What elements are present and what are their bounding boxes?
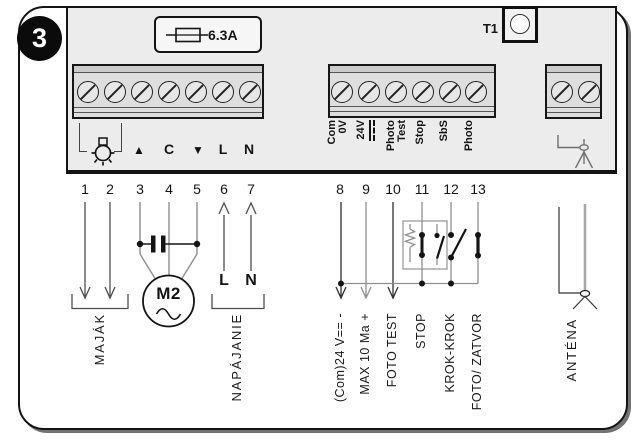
- fuse-rating: 6.3A: [208, 27, 238, 43]
- terminal-number-9: 9: [362, 181, 370, 197]
- screw-terminal-3: [131, 81, 153, 103]
- screw-label-photo: Photo: [463, 120, 475, 152]
- label-krok-krok: KROK-KROK: [443, 313, 457, 393]
- screw-terminal-4: [158, 81, 180, 103]
- terminal-block-antenna: [545, 64, 602, 119]
- screw-label-24v: 24V: [355, 120, 375, 170]
- motor-label: M2: [156, 284, 181, 303]
- terminal-number-3: 3: [136, 181, 144, 197]
- lamp-bracket-left: [79, 123, 87, 152]
- terminal-number-7: 7: [247, 181, 255, 197]
- t1-label: T1: [482, 21, 498, 36]
- terminal-block-control: [328, 64, 496, 118]
- fuse-icon: [166, 27, 208, 43]
- terminal-number-1: 1: [81, 181, 89, 197]
- fuse-box: 6.3A: [154, 16, 262, 53]
- label-max-10ma: MAX 10 Ma +: [358, 313, 372, 395]
- terminal-number-11: 11: [414, 181, 430, 197]
- screw-terminal-7: [239, 81, 261, 103]
- terminal-number-2: 2: [106, 181, 114, 197]
- screw-terminal-12: [439, 81, 461, 103]
- terminal-number-5: 5: [193, 181, 201, 197]
- label-majak: MAJÁK: [92, 313, 107, 366]
- screw-terminal-5: [185, 81, 207, 103]
- dc-symbol: [368, 120, 371, 141]
- screw-label-com-0v: Com 0V: [326, 120, 349, 145]
- dc-symbol-dashed: [373, 120, 375, 141]
- label-napajanie: NAPÁJANIE: [229, 313, 244, 402]
- screw-label-stop: Stop: [414, 120, 426, 145]
- terminal-number-13: 13: [470, 181, 486, 197]
- terminal-number-8: 8: [336, 181, 344, 197]
- terminal-strip: [547, 66, 600, 73]
- terminal-number-6: 6: [220, 181, 228, 197]
- line-letter-l: L: [219, 272, 229, 289]
- label-foto-test: FOTO TEST: [385, 313, 399, 388]
- screw-terminal-11: [412, 81, 434, 103]
- screw-terminal-9: [358, 81, 380, 103]
- label-stop: STOP: [414, 313, 428, 349]
- terminal-number-12: 12: [443, 181, 459, 197]
- terminal-block-power: [72, 64, 264, 119]
- circuit-board: 6.3A T1: [66, 6, 617, 174]
- screw-terminal-ant-core: [578, 81, 600, 103]
- figure-badge: 3: [17, 16, 62, 61]
- common-symbol: C: [163, 141, 175, 157]
- screw-label-photo-test: Photo Test: [385, 120, 408, 152]
- down-triangle-symbol: ▼: [192, 143, 204, 157]
- terminal-strip: [74, 66, 262, 73]
- line-symbol: L: [218, 141, 228, 157]
- label-com-24v: (Com)24 V== -: [333, 313, 347, 403]
- line-letter-n: N: [245, 272, 257, 289]
- screw-terminal-10: [385, 81, 407, 103]
- screw-terminal-13: [465, 81, 487, 103]
- lamp-icon: [91, 137, 115, 166]
- screw-terminal-1: [77, 81, 99, 103]
- antenna-symbol: [557, 135, 594, 169]
- screw-label-sbs: SbS: [438, 120, 450, 142]
- t1-button: [502, 6, 538, 43]
- t1-button-circle: [510, 14, 530, 34]
- screw-terminal-ant-shield: [551, 81, 573, 103]
- screw-terminal-2: [104, 81, 126, 103]
- label-antena: ANTÉNA: [564, 318, 579, 382]
- neutral-symbol: N: [243, 141, 255, 157]
- label-foto-zatvor: FOTO/ ZATVOR: [470, 313, 484, 411]
- terminal-number-4: 4: [165, 181, 173, 197]
- up-triangle-symbol: ▲: [133, 143, 145, 157]
- screw-terminal-8: [331, 81, 353, 103]
- lamp-bracket-right: [114, 123, 122, 152]
- terminal-strip: [330, 66, 494, 73]
- terminal-number-10: 10: [385, 181, 401, 197]
- screw-terminal-6: [212, 81, 234, 103]
